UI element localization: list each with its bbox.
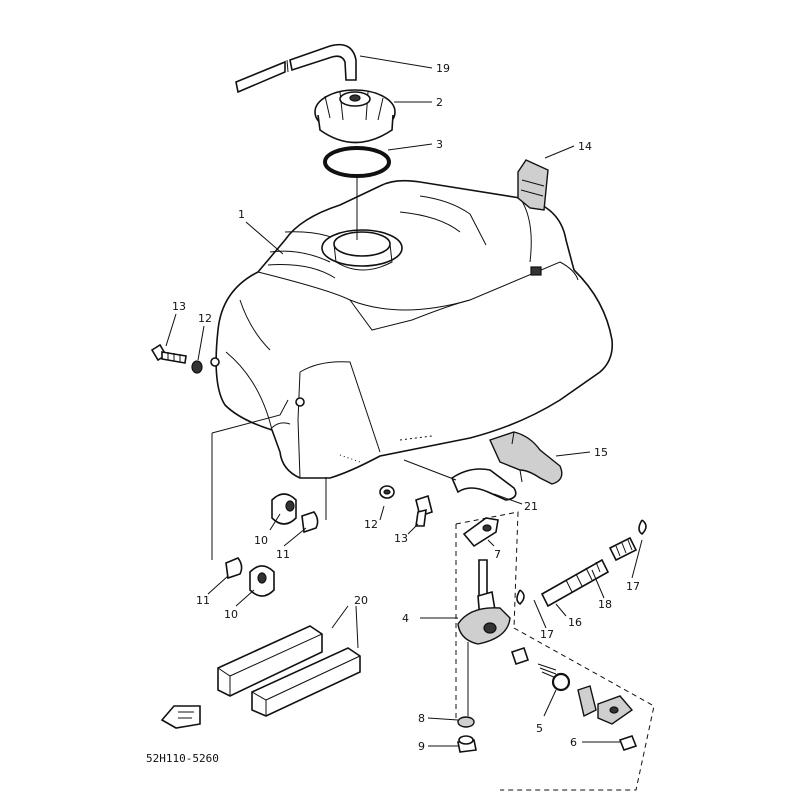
fuel-cap <box>314 89 396 144</box>
label-10-lower: 10 <box>224 608 238 621</box>
hose-clip <box>462 517 499 548</box>
label-20: 20 <box>354 594 368 607</box>
label-13-left: 13 <box>172 300 186 313</box>
drain-screw <box>457 735 477 753</box>
tank-pad <box>451 468 517 501</box>
label-14: 14 <box>578 140 592 153</box>
label-17-lower: 17 <box>540 628 554 641</box>
fuel-cock <box>457 559 511 716</box>
breather-hose <box>235 43 357 94</box>
label-8: 8 <box>418 712 425 725</box>
label-1: 1 <box>238 208 245 221</box>
label-17-upper: 17 <box>626 580 640 593</box>
label-11-upper: 11 <box>276 548 290 561</box>
collar-upper <box>301 511 319 534</box>
label-11-lower: 11 <box>196 594 210 607</box>
label-13-right: 13 <box>394 532 408 545</box>
cock-valve-parts <box>510 646 638 751</box>
cap-gasket <box>323 146 391 178</box>
collar-lower <box>225 557 243 580</box>
grommet-lower <box>249 565 275 597</box>
tank-bolt-left <box>150 343 187 364</box>
fuel-hose-lower <box>540 558 610 608</box>
diagram-code: 52H110-5260 <box>146 752 219 765</box>
label-12-right: 12 <box>364 518 378 531</box>
fuel-tank <box>210 179 614 479</box>
mount-leader-left <box>211 399 327 560</box>
label-19: 19 <box>436 62 450 75</box>
label-6: 6 <box>570 736 577 749</box>
washer-right <box>379 485 395 499</box>
label-9: 9 <box>418 740 425 753</box>
label-7: 7 <box>494 548 501 561</box>
label-12-left: 12 <box>198 312 212 325</box>
label-5: 5 <box>536 722 543 735</box>
grommet-upper <box>271 493 297 525</box>
tank-bracket <box>489 431 563 485</box>
fuel-cock-assembly-outline <box>455 511 655 791</box>
washer-left <box>191 360 203 374</box>
part-labels: 19 2 3 14 1 13 12 15 21 12 13 7 10 11 11… <box>146 62 640 765</box>
hose-clip-lower <box>516 589 525 606</box>
label-3: 3 <box>436 138 443 151</box>
label-21: 21 <box>524 500 538 513</box>
drain-gasket <box>457 716 475 728</box>
label-15: 15 <box>594 446 608 459</box>
foam-pads <box>217 625 361 717</box>
label-2: 2 <box>436 96 443 109</box>
tank-bolt-right <box>415 494 433 527</box>
label-4: 4 <box>402 612 409 625</box>
label-16: 16 <box>568 616 582 629</box>
label-10-upper: 10 <box>254 534 268 547</box>
hose-clip-upper <box>638 519 647 536</box>
front-direction-arrow-icon <box>160 705 201 729</box>
fuel-hose-upper <box>608 536 638 562</box>
tank-damper-pad <box>517 159 549 211</box>
label-18: 18 <box>598 598 612 611</box>
leader-lines <box>165 55 643 747</box>
